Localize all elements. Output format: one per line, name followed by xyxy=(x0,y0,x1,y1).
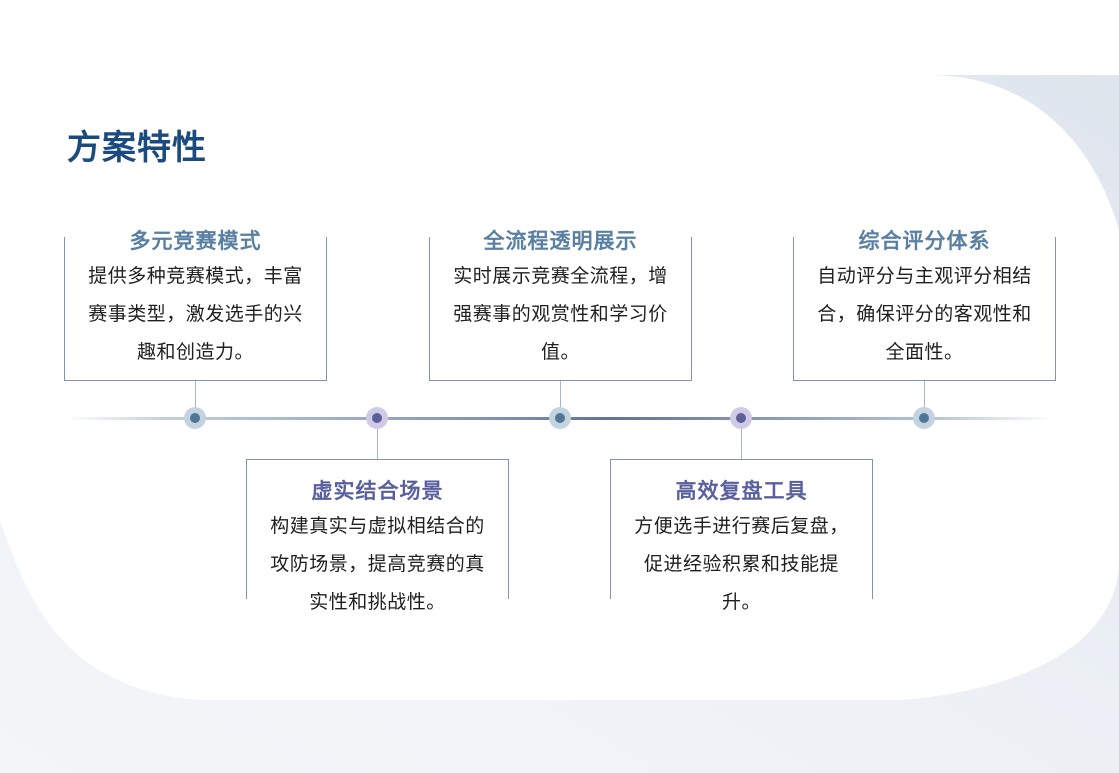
feature-card-multi-mode: 多元竞赛模式 提供多种竞赛模式，丰富赛事类型，激发选手的兴趣和创造力。 xyxy=(64,229,327,381)
feature-card-scoring-system: 综合评分体系 自动评分与主观评分相结合，确保评分的客观性和全面性。 xyxy=(793,229,1056,381)
timeline-node xyxy=(913,407,935,429)
feature-title: 全流程透明展示 xyxy=(483,229,638,253)
feature-description: 构建真实与虚拟相结合的攻防场景，提高竞赛的真实性和挑战性。 xyxy=(270,515,485,613)
feature-card-virtual-real: 虚实结合场景 构建真实与虚拟相结合的攻防场景，提高竞赛的真实性和挑战性。 xyxy=(246,459,509,613)
connector-line xyxy=(924,381,925,407)
feature-description: 实时展示竞赛全流程，增强赛事的观赏性和学习价值。 xyxy=(453,265,668,363)
timeline-node xyxy=(184,407,206,429)
timeline-node xyxy=(730,407,752,429)
connector-line xyxy=(741,429,742,459)
feature-card-transparent-display: 全流程透明展示 实时展示竞赛全流程，增强赛事的观赏性和学习价值。 xyxy=(429,229,692,381)
feature-description: 方便选手进行赛后复盘，促进经验积累和技能提升。 xyxy=(634,515,849,613)
connector-line xyxy=(195,381,196,407)
feature-title: 虚实结合场景 xyxy=(311,479,444,503)
feature-card-review-tool: 高效复盘工具 方便选手进行赛后复盘，促进经验积累和技能提升。 xyxy=(610,459,873,613)
connector-line xyxy=(560,381,561,407)
feature-title: 高效复盘工具 xyxy=(675,479,808,503)
timeline-node xyxy=(549,407,571,429)
feature-description: 自动评分与主观评分相结合，确保评分的客观性和全面性。 xyxy=(817,265,1032,363)
feature-description: 提供多种竞赛模式，丰富赛事类型，激发选手的兴趣和创造力。 xyxy=(88,265,303,363)
feature-title: 多元竞赛模式 xyxy=(129,229,262,253)
connector-line xyxy=(377,429,378,459)
feature-title: 综合评分体系 xyxy=(858,229,991,253)
page-title: 方案特性 xyxy=(67,128,207,168)
timeline-node xyxy=(366,407,388,429)
